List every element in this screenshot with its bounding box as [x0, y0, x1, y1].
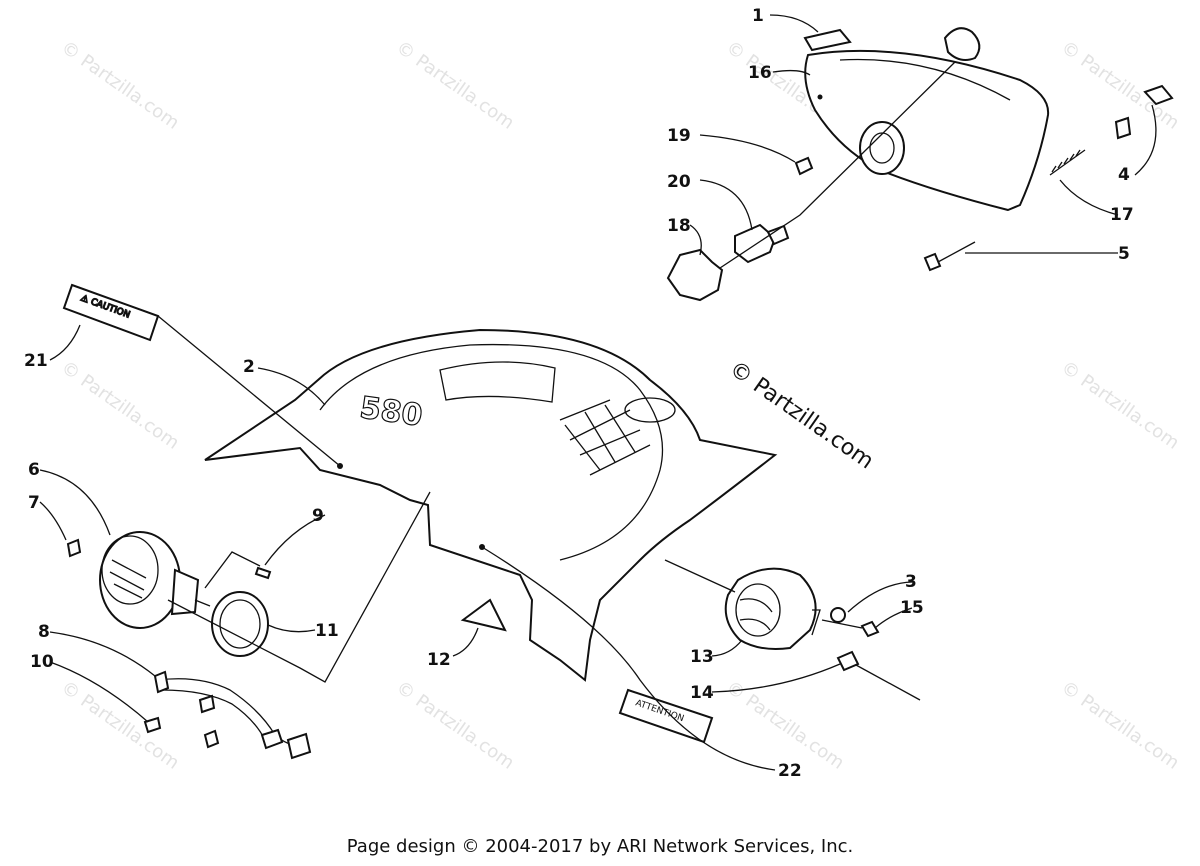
callout-6: 6	[28, 460, 40, 480]
callout-4: 4	[1118, 165, 1130, 185]
caution-decal: ⚠ CAUTION	[62, 283, 160, 342]
callout-10: 10	[30, 652, 54, 672]
footer-copyright: Page design © 2004-2017 by ARI Network S…	[346, 836, 854, 857]
callout-13: 13	[690, 647, 714, 667]
callout-22: 22	[778, 761, 802, 781]
watermark: © Partzilla.com	[1057, 37, 1183, 134]
nut	[860, 620, 880, 638]
watermark: © Partzilla.com	[1057, 357, 1183, 454]
callout-21: 21	[24, 351, 48, 371]
callout-9: 9	[312, 506, 324, 526]
watermark: © Partzilla.com	[57, 37, 183, 134]
callout-8: 8	[38, 622, 50, 642]
callout-7: 7	[28, 493, 40, 513]
dash-pod	[724, 567, 817, 650]
gauge	[99, 531, 211, 629]
adjuster-nut	[943, 27, 981, 61]
speedo-cable	[836, 650, 921, 701]
callout-12: 12	[427, 650, 451, 670]
headlight-bracket	[803, 28, 852, 52]
callout-2: 2	[243, 357, 255, 377]
retaining-ring	[666, 248, 724, 302]
callout-14: 14	[690, 683, 714, 703]
gauge-ring	[211, 591, 269, 657]
adjuster-spring	[1049, 149, 1086, 176]
adjuster-clip	[1143, 84, 1174, 106]
leader-lines	[39, 14, 1157, 771]
callout-labels: 1 2 3 4 5 6 7 8 9 10 11 12 13 14 15 16 1…	[24, 6, 1134, 781]
watermark: © Partzilla.com	[57, 357, 183, 454]
callout-20: 20	[667, 172, 691, 192]
warning-triangle-decal	[460, 598, 507, 632]
callout-16: 16	[748, 63, 772, 83]
hood	[204, 328, 778, 682]
bulb	[794, 156, 814, 176]
adjuster-screw	[923, 241, 976, 272]
washer	[830, 607, 846, 623]
bracket-plate	[1114, 116, 1132, 140]
callout-3: 3	[905, 572, 917, 592]
callout-17: 17	[1110, 205, 1134, 225]
wiring-harness	[153, 670, 312, 760]
callout-5: 5	[1118, 244, 1130, 264]
pin	[254, 566, 272, 580]
watermark: © Partzilla.com	[392, 677, 518, 774]
callout-15: 15	[900, 598, 924, 618]
callout-11: 11	[315, 621, 339, 641]
hood-badge: 580	[358, 390, 425, 433]
callout-1: 1	[752, 6, 764, 26]
bulb-small	[66, 538, 82, 558]
headlight-housing	[804, 49, 1050, 212]
watermark: © Partzilla.com	[1057, 677, 1183, 774]
bulb-socket	[734, 223, 790, 264]
watermark: © Partzilla.com	[57, 677, 183, 774]
watermark: © Partzilla.com	[722, 677, 848, 774]
watermark: © Partzilla.com	[392, 37, 518, 134]
wire-bulb	[143, 716, 162, 734]
callout-18: 18	[667, 216, 691, 236]
callout-19: 19	[667, 126, 691, 146]
